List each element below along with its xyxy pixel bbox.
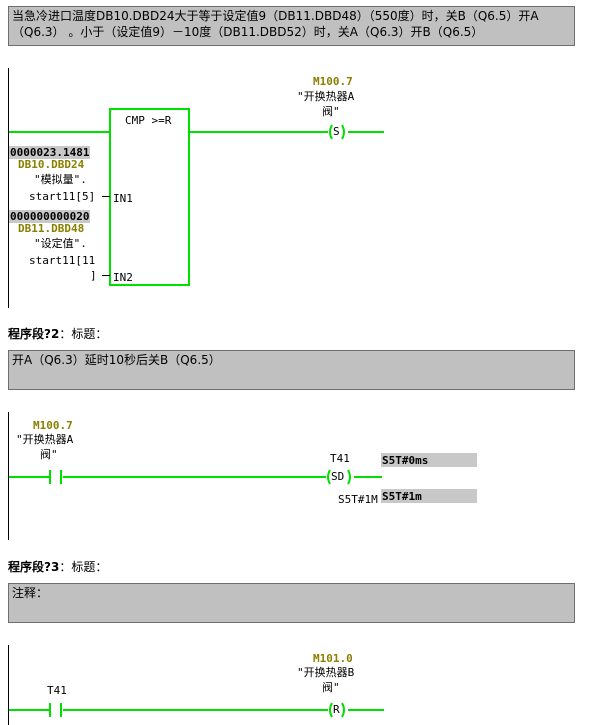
network-1-comment-text: 当急冷进口温度DB10.DBD24大于等于设定值9（DB11.DBD48）（55… [12, 9, 539, 39]
n2-contact-symbol: "开换热器A [16, 433, 74, 446]
in1-symbol-index: start11[5] [29, 190, 96, 203]
cmp-pin-in2: IN2 [113, 271, 133, 284]
network-3-comment-text: 注释： [12, 586, 49, 600]
reset-coil[interactable]: R [326, 701, 348, 719]
network-3-comment[interactable]: 注释： [8, 583, 575, 623]
cmp-ge-real-box[interactable]: CMP >=R IN1 IN2 [109, 108, 190, 286]
sd-timer-coil[interactable]: SD [324, 468, 354, 486]
set-coil-symbol: "开换热器A [297, 90, 355, 103]
timer-value: S5T#0ms [382, 454, 429, 467]
set-coil-parens-icon [329, 124, 345, 140]
network-2-comment-text: 开A（Q6.3）延时10秒后关B（Q6.5） [12, 353, 221, 367]
network-2-title[interactable]: 程序段?2：标题： [8, 325, 107, 342]
reset-coil-parens-icon [329, 702, 345, 718]
network-2-wire-3 [354, 476, 382, 478]
timer-value-bg [381, 453, 477, 467]
in1-pin-line [102, 196, 110, 197]
n3-contact-address[interactable]: T41 [47, 684, 67, 697]
reset-coil-type: R [333, 703, 340, 716]
set-coil[interactable]: S [326, 123, 348, 141]
reset-coil-address[interactable]: M101.0 [313, 652, 353, 665]
no-contact-icon [49, 703, 62, 717]
no-contact-icon [49, 470, 62, 484]
preset-value-bg [381, 489, 477, 503]
network-3-power-rail [8, 645, 9, 725]
cmp-box-title: CMP >=R [125, 114, 172, 127]
in2-symbol-index: start11[11 [29, 254, 96, 267]
n2-contact-symbol-2: 阀" [40, 448, 58, 461]
network-1-wire-left [9, 131, 110, 133]
network-2-title-suffix: ：标题： [59, 327, 108, 341]
sd-coil-parens-icon [327, 469, 351, 485]
sd-coil-type: SD [331, 470, 345, 483]
timer-name[interactable]: T41 [330, 452, 350, 465]
network-2-wire-1 [9, 476, 49, 478]
network-1-wire-after-coil [348, 131, 384, 133]
n2-no-contact[interactable] [48, 469, 64, 485]
set-coil-symbol-2: 阀" [322, 105, 340, 118]
in2-symbol-bracket: ] [90, 269, 97, 282]
n3-no-contact[interactable] [48, 702, 64, 718]
in1-symbol: "模拟量". [34, 173, 87, 186]
network-2-comment[interactable]: 开A（Q6.3）延时10秒后关B（Q6.5） [8, 350, 575, 390]
network-3-wire-3 [348, 709, 384, 711]
set-coil-type: S [333, 125, 340, 138]
network-3-number: 程序段?3 [8, 560, 60, 574]
network-3-wire-1 [9, 709, 49, 711]
in2-symbol: "设定值". [34, 237, 87, 250]
n2-contact-address[interactable]: M100.7 [33, 419, 73, 432]
network-3-title-suffix: ：标题： [59, 560, 108, 574]
network-1-wire-right [190, 131, 328, 133]
in1-address[interactable]: DB10.DBD24 [18, 158, 85, 171]
set-coil-address[interactable]: M100.7 [313, 75, 353, 88]
preset-label: S5T#1M [338, 493, 378, 506]
network-1-power-rail [8, 68, 9, 308]
reset-coil-symbol: "开换热器B [297, 666, 355, 679]
network-2-power-rail [8, 412, 9, 540]
in2-address[interactable]: DB11.DBD48 [18, 222, 85, 235]
reset-coil-symbol-2: 阀" [322, 681, 340, 694]
network-3-title[interactable]: 程序段?3：标题： [8, 558, 107, 575]
network-2-wire-2 [63, 476, 326, 478]
preset-value[interactable]: S5T#1m [382, 490, 422, 503]
network-2-number: 程序段?2 [8, 327, 60, 341]
network-1-comment[interactable]: 当急冷进口温度DB10.DBD24大于等于设定值9（DB11.DBD48）（55… [8, 6, 575, 46]
cmp-pin-in1: IN1 [113, 192, 133, 205]
network-3-wire-2 [63, 709, 328, 711]
in2-pin-line [102, 275, 110, 276]
in2-value: 000000000020 [9, 210, 91, 223]
in1-value: 0000023.1481 [9, 146, 91, 159]
